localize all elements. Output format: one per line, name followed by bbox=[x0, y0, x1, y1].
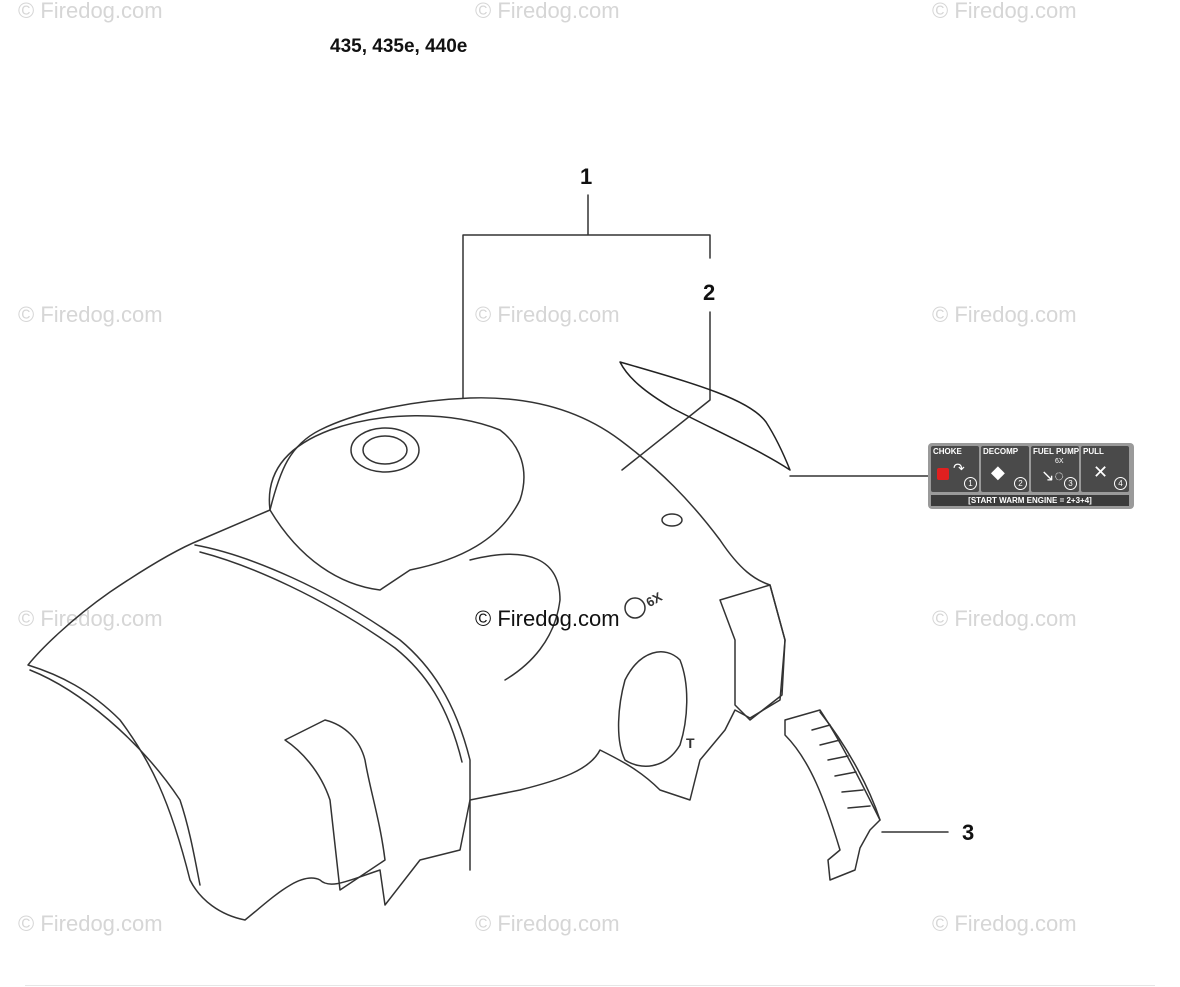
choke-icon bbox=[937, 468, 949, 480]
arrow-icon: ↷ bbox=[953, 460, 965, 476]
cover-outline bbox=[27, 397, 786, 921]
cover-seam bbox=[194, 544, 471, 871]
watermark: © Firedog.com bbox=[18, 0, 163, 23]
watermark: © Firedog.com bbox=[18, 302, 163, 327]
watermark: © Firedog.com bbox=[18, 606, 163, 631]
decal-cell-number: 3 bbox=[1064, 477, 1077, 490]
decal-cell-number: 2 bbox=[1014, 477, 1027, 490]
starter-opening bbox=[617, 651, 688, 767]
decal-cell-title: FUEL PUMP bbox=[1033, 447, 1080, 456]
decal-cell-title: PULL bbox=[1083, 447, 1104, 456]
decal-cell-fuel-pump: FUEL PUMP 6X ↘◌ 3 bbox=[1031, 446, 1079, 492]
center-watermark: © Firedog.com bbox=[475, 606, 620, 631]
decal-footer: [START WARM ENGINE = 2+3+4] bbox=[931, 495, 1129, 506]
decal-cell-number: 1 bbox=[964, 477, 977, 490]
decomp-icon: ◆ bbox=[991, 462, 1005, 482]
callout-3: 3 bbox=[962, 820, 975, 845]
leader-line-2 bbox=[621, 311, 711, 471]
watermark: © Firedog.com bbox=[932, 911, 1077, 936]
decal-cell-title: CHOKE bbox=[933, 447, 962, 456]
pull-icon: ✕ bbox=[1093, 462, 1109, 482]
start-instruction-decal: CHOKE ↷ 1 DECOMP ◆ 2 FUEL PUMP 6X ↘◌ 3 P… bbox=[928, 443, 1134, 509]
cover-side-panel bbox=[719, 584, 786, 721]
cover-dome bbox=[268, 415, 525, 591]
model-title: 435, 435e, 440e bbox=[330, 36, 468, 57]
decal-sheet bbox=[619, 361, 791, 471]
watermark: © Firedog.com bbox=[932, 606, 1077, 631]
part-3-handle bbox=[784, 709, 881, 881]
watermark: © Firedog.com bbox=[932, 302, 1077, 327]
decal-cell-sub: 6X bbox=[1055, 458, 1064, 465]
footer-divider bbox=[25, 985, 1155, 986]
decal-cell-decomp: DECOMP ◆ 2 bbox=[981, 446, 1029, 492]
leader-line-1 bbox=[462, 194, 711, 399]
decal-cell-pull: PULL ✕ 4 bbox=[1081, 446, 1129, 492]
callout-1: 1 bbox=[580, 164, 593, 189]
side-cutout bbox=[284, 719, 386, 891]
watermark: © Firedog.com bbox=[475, 302, 620, 327]
cover-logo bbox=[350, 427, 420, 473]
watermark: © Firedog.com bbox=[475, 0, 620, 23]
callout-2: 2 bbox=[703, 280, 716, 305]
watermark: © Firedog.com bbox=[18, 911, 163, 936]
decal-cell-title: DECOMP bbox=[983, 447, 1019, 456]
decal-cell-choke: CHOKE ↷ 1 bbox=[931, 446, 979, 492]
watermark: © Firedog.com bbox=[475, 911, 620, 936]
watermark: © Firedog.com bbox=[932, 0, 1077, 23]
decal-cell-number: 4 bbox=[1114, 477, 1127, 490]
cover-letter: T bbox=[686, 735, 695, 751]
fuel-pump-icon: ↘◌ bbox=[1041, 468, 1064, 485]
